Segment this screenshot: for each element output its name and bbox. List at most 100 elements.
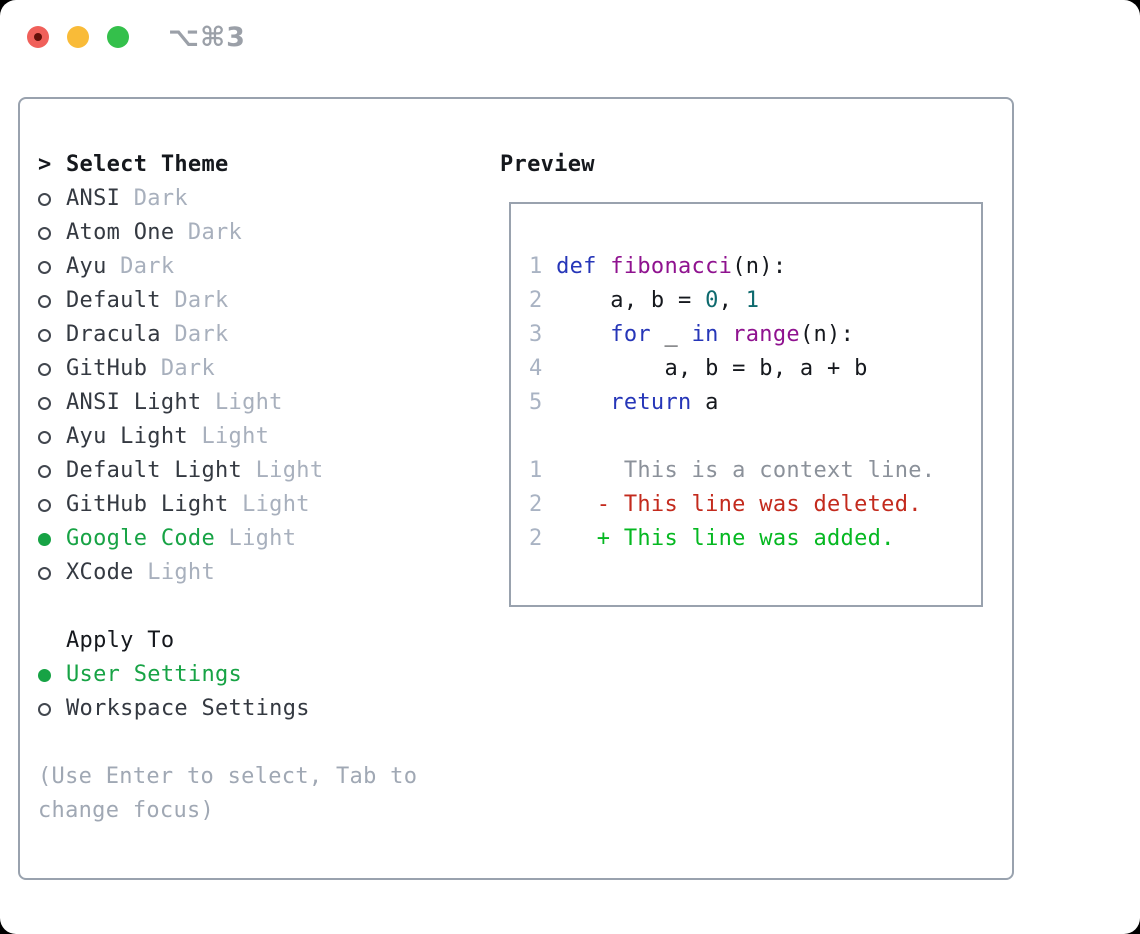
- theme-option[interactable]: GitHub Dark: [38, 352, 478, 386]
- theme-option[interactable]: ANSI Light Light: [38, 386, 478, 420]
- theme-option-name: GitHub Light: [66, 492, 229, 517]
- theme-option-name: Ayu: [66, 254, 107, 279]
- code-token: This is a context line.: [556, 458, 936, 483]
- prompt-caret: >: [38, 152, 52, 177]
- code-token: - This line was deleted.: [556, 492, 922, 517]
- theme-option-name: XCode: [66, 560, 134, 585]
- apply-to-option[interactable]: Workspace Settings: [38, 692, 478, 726]
- theme-option[interactable]: Google Code Light: [38, 522, 478, 556]
- minimize-button[interactable]: [67, 26, 89, 48]
- picker-header-row: > Select Theme: [38, 148, 478, 182]
- code-token: [597, 254, 611, 279]
- radio-icon: [38, 294, 66, 308]
- theme-option-name: Dracula: [66, 322, 161, 347]
- code-token: (n):: [799, 322, 855, 347]
- unsaved-dot-icon: [34, 33, 42, 41]
- line-number: 2: [529, 492, 557, 517]
- picker-title: Select Theme: [66, 152, 229, 177]
- maximize-button[interactable]: [107, 26, 129, 48]
- theme-option-name: GitHub: [66, 356, 148, 381]
- code-token: for: [610, 322, 651, 347]
- theme-option[interactable]: Default Dark: [38, 284, 478, 318]
- theme-option-variant: Light: [187, 424, 270, 449]
- code-token: a: [691, 390, 719, 415]
- code-token: a, b =: [556, 288, 706, 313]
- theme-option-name: ANSI: [66, 186, 121, 211]
- radio-icon: [38, 226, 66, 240]
- close-button[interactable]: [27, 26, 49, 48]
- apply-to-option[interactable]: User Settings: [38, 658, 478, 692]
- line-number: 2: [529, 526, 557, 551]
- code-token: [556, 390, 610, 415]
- theme-option-variant: Dark: [160, 288, 229, 313]
- code-line: 3 for _ in range(n):: [529, 318, 981, 352]
- theme-option[interactable]: Ayu Dark: [38, 250, 478, 284]
- theme-option-variant: Light: [133, 560, 216, 585]
- line-number: 3: [529, 322, 557, 347]
- titlebar: ⌥⌘3: [0, 0, 1140, 74]
- apply-to-header-row: Apply To: [38, 624, 478, 658]
- code-token: [556, 322, 610, 347]
- line-number: 1: [529, 254, 557, 279]
- radio-icon: [38, 328, 66, 342]
- theme-option-name: Google Code: [66, 526, 215, 551]
- code-token: (n):: [732, 254, 787, 279]
- code-line: 5 return a: [529, 386, 981, 420]
- theme-option-name: Ayu Light: [66, 424, 188, 449]
- window-title-shortcut: ⌥⌘3: [168, 22, 246, 53]
- radio-icon: [38, 498, 66, 512]
- theme-option-variant: Dark: [106, 254, 175, 279]
- radio-icon: [38, 192, 66, 206]
- code-token: 1: [745, 288, 760, 313]
- code-token: def: [556, 254, 597, 279]
- code-line: 4 a, b = b, a + b: [529, 352, 981, 386]
- theme-option[interactable]: Dracula Dark: [38, 318, 478, 352]
- radio-icon: [38, 260, 66, 274]
- theme-option[interactable]: Ayu Light Light: [38, 420, 478, 454]
- theme-option[interactable]: Default Light Light: [38, 454, 478, 488]
- code-line: 2 - This line was deleted.: [529, 488, 981, 522]
- code-token: ,: [718, 288, 746, 313]
- code-token: a, b = b, a + b: [556, 356, 868, 381]
- code-token: + This line was added.: [556, 526, 895, 551]
- theme-option[interactable]: ANSI Dark: [38, 182, 478, 216]
- radio-selected-icon: [38, 668, 66, 682]
- theme-option[interactable]: XCode Light: [38, 556, 478, 590]
- theme-option-name: Default: [66, 288, 161, 313]
- apply-to-title: Apply To: [66, 628, 175, 653]
- theme-option[interactable]: GitHub Light Light: [38, 488, 478, 522]
- line-number: 1: [529, 458, 557, 483]
- theme-option-name: ANSI Light: [66, 390, 202, 415]
- theme-option-variant: Light: [228, 492, 310, 517]
- code-line: 1 def fibonacci(n):: [529, 250, 981, 284]
- line-number: 5: [529, 390, 557, 415]
- theme-option-variant: Dark: [160, 322, 229, 347]
- theme-option-variant: Dark: [120, 186, 188, 211]
- code-line: 2 + This line was added.: [529, 522, 981, 556]
- code-token: fibonacci: [610, 254, 733, 279]
- radio-icon: [38, 362, 66, 376]
- line-number: 2: [529, 288, 557, 313]
- theme-option-name: Atom One: [66, 220, 175, 245]
- theme-option[interactable]: Atom One Dark: [38, 216, 478, 250]
- code-line: 1 This is a context line.: [529, 454, 981, 488]
- theme-option-variant: Light: [242, 458, 324, 483]
- line-number: 4: [529, 356, 557, 381]
- code-token: range: [732, 322, 800, 347]
- theme-option-variant: Dark: [174, 220, 243, 245]
- radio-icon: [38, 566, 66, 580]
- code-line: 2 a, b = 0, 1: [529, 284, 981, 318]
- code-token: 0: [705, 288, 719, 313]
- code-token: in: [691, 322, 719, 347]
- radio-icon: [38, 430, 66, 444]
- radio-icon: [38, 464, 66, 478]
- theme-option-name: Default Light: [66, 458, 243, 483]
